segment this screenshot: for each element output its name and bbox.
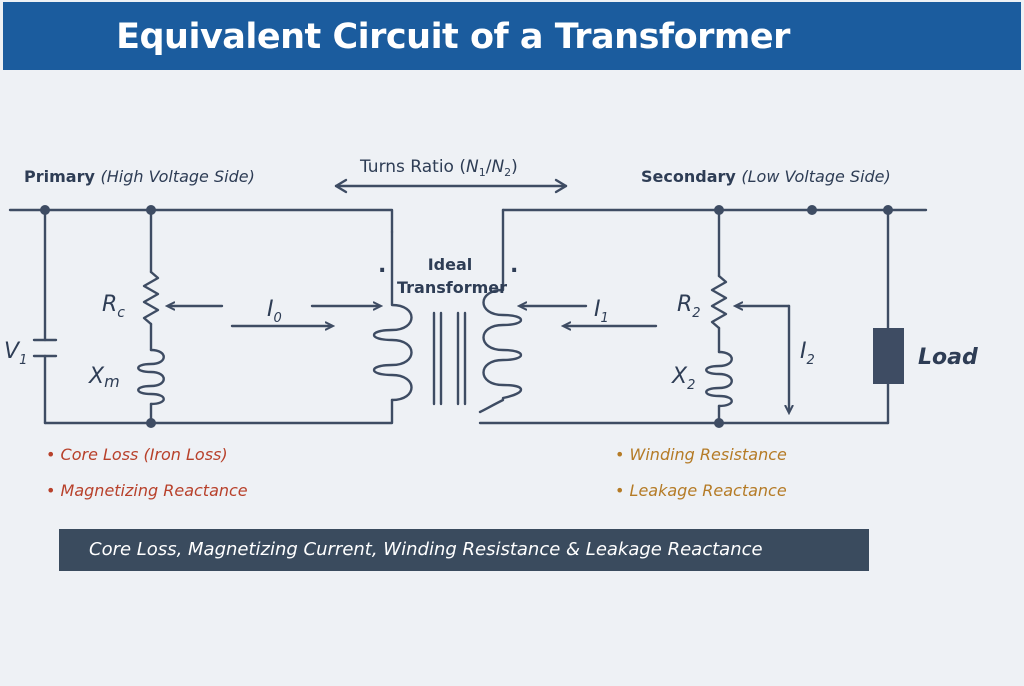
x2-label: X2 xyxy=(671,364,695,393)
x2-inductor xyxy=(705,350,733,408)
turns-ratio-arrowhead-left xyxy=(334,178,348,194)
xm-inductor xyxy=(137,348,165,406)
junction-node xyxy=(807,205,817,215)
junction-node xyxy=(714,205,724,215)
rc-resistor xyxy=(142,270,160,326)
i1-label: I1 xyxy=(594,297,609,326)
rc-label: Rc xyxy=(102,292,125,321)
summary-text: Core Loss, Magnetizing Current, Winding … xyxy=(89,539,763,560)
title-bar: Equivalent Circuit of a Transformer xyxy=(3,2,1021,70)
primary-top-wire xyxy=(8,208,394,234)
page-title: Equivalent Circuit of a Transformer xyxy=(116,17,790,57)
secondary-side-label: Secondary (Low Voltage Side) xyxy=(641,167,891,186)
i0-label: I0 xyxy=(267,297,282,326)
i2-label: I2 xyxy=(800,339,815,368)
primary-side-label: Primary (High Voltage Side) xyxy=(24,167,255,186)
primary-bottom-wire xyxy=(43,398,394,425)
secondary-winding xyxy=(478,208,523,414)
load-block xyxy=(873,328,904,384)
r2-resistor xyxy=(710,274,728,330)
ideal-transformer-label-line1: Ideal xyxy=(428,255,473,274)
turns-ratio-arrowhead-right xyxy=(554,178,568,194)
secondary-note-leakage: • Leakage Reactance xyxy=(615,481,787,500)
turns-ratio-label: Turns Ratio (N1/N2) xyxy=(359,157,518,179)
r2-label: R2 xyxy=(677,292,701,321)
junction-node xyxy=(40,205,50,215)
v1-label: V1 xyxy=(4,339,27,368)
polarity-dot-secondary: . xyxy=(510,253,518,278)
junction-node xyxy=(883,205,893,215)
junction-node xyxy=(714,418,724,428)
xm-label: Xm xyxy=(88,364,120,391)
junction-node xyxy=(146,205,156,215)
primary-note-core-loss: • Core Loss (Iron Loss) xyxy=(46,445,228,464)
summary-banner: Core Loss, Magnetizing Current, Winding … xyxy=(59,529,869,571)
secondary-note-winding: • Winding Resistance xyxy=(615,445,787,464)
primary-winding xyxy=(372,230,413,402)
ideal-transformer-label-line2: Transformer xyxy=(397,278,507,297)
junction-node xyxy=(146,418,156,428)
load-label: Load xyxy=(918,345,978,370)
polarity-dot-primary: . xyxy=(378,253,386,278)
primary-note-magnetizing: • Magnetizing Reactance xyxy=(46,481,248,500)
